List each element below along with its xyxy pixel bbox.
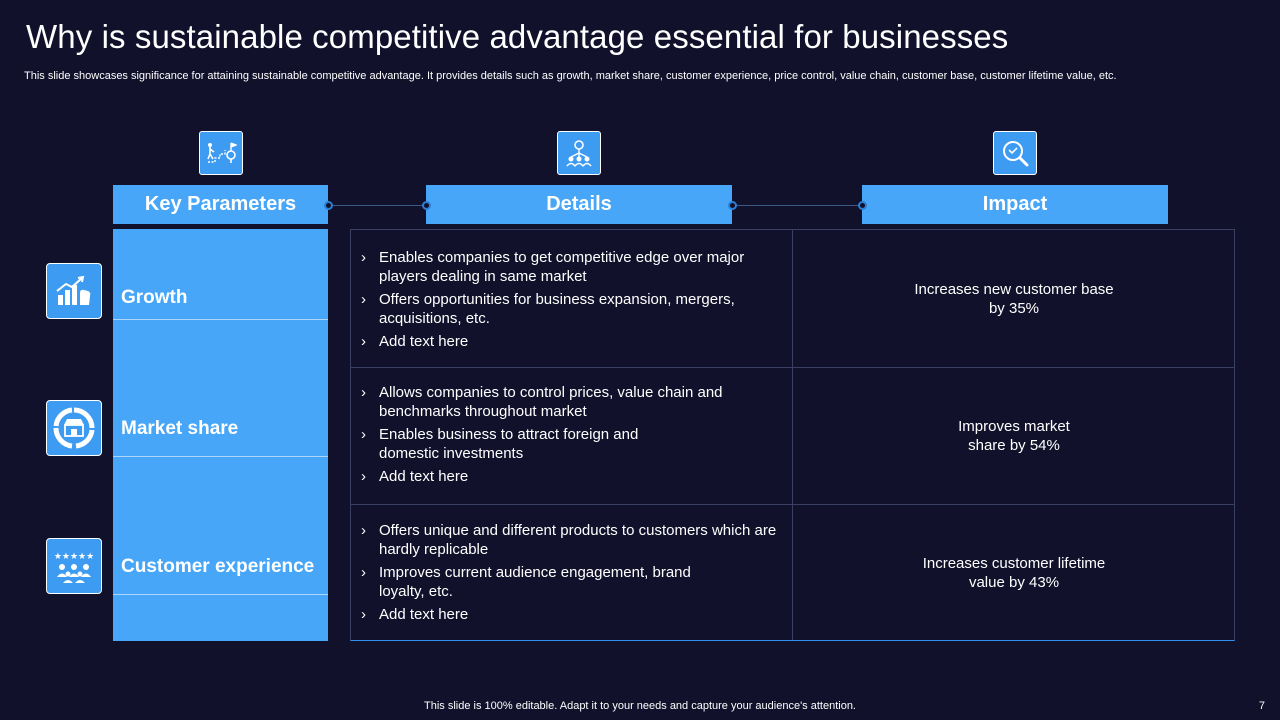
details-list-growth: Enables companies to get competitive edg… [359, 248, 784, 355]
list-item: Add text here [359, 332, 784, 351]
connector-line [732, 205, 862, 206]
stairs-goal-icon [199, 131, 243, 175]
impact-market-share: Improves market share by 54% [793, 368, 1235, 504]
parameter-market-share: Market share [121, 417, 239, 439]
parameter-growth: Growth [121, 286, 188, 308]
market-share-icon [46, 400, 102, 456]
impact-customer-experience: Increases customer lifetime value by 43% [793, 505, 1235, 641]
impact-text: Increases new customer base by 35% [914, 281, 1114, 317]
page-number: 7 [1258, 700, 1265, 712]
list-item: Enables business to attract foreign and … [359, 425, 659, 463]
list-item: Offers unique and different products to … [359, 521, 784, 559]
header-details: Details [426, 185, 732, 224]
impact-text: Increases customer lifetime value by 43% [922, 555, 1106, 591]
row-divider [351, 504, 1234, 505]
connector-dot [422, 201, 431, 210]
column-divider [792, 230, 793, 640]
details-impact-table: Enables companies to get competitive edg… [350, 229, 1235, 641]
list-item: Add text here [359, 467, 784, 486]
list-item: Improves current audience engagement, br… [359, 563, 719, 601]
list-item: Enables companies to get competitive edg… [359, 248, 784, 286]
impact-growth: Increases new customer base by 35% [793, 231, 1235, 367]
list-item: Offers opportunities for business expans… [359, 290, 784, 328]
divider [113, 319, 328, 320]
slide-subtitle: This slide showcases significance for at… [24, 70, 1117, 82]
slide-footer: This slide is 100% editable. Adapt it to… [424, 700, 856, 712]
divider [113, 456, 328, 457]
list-item: Allows companies to control prices, valu… [359, 383, 784, 421]
list-item: Add text here [359, 605, 784, 624]
svg-text:★★★★★: ★★★★★ [54, 552, 94, 562]
connector-dot [858, 201, 867, 210]
connector-dot [324, 201, 333, 210]
customer-rating-icon: ★★★★★ [46, 538, 102, 594]
details-list-market-share: Allows companies to control prices, valu… [359, 383, 784, 490]
growth-chart-icon [46, 263, 102, 319]
divider [113, 594, 328, 595]
parameter-customer-experience: Customer experience [121, 555, 315, 577]
header-impact: Impact [862, 185, 1168, 224]
magnifier-analysis-icon [993, 131, 1037, 175]
key-parameters-column: Growth Market share Customer experience [113, 229, 328, 641]
impact-text: Improves market share by 54% [958, 418, 1070, 454]
team-network-icon [557, 131, 601, 175]
connector-dot [728, 201, 737, 210]
slide-title: Why is sustainable competitive advantage… [26, 18, 1009, 55]
row-divider [351, 367, 1234, 368]
details-list-customer-experience: Offers unique and different products to … [359, 521, 784, 628]
header-key-parameters: Key Parameters [113, 185, 328, 224]
connector-line [328, 205, 426, 206]
